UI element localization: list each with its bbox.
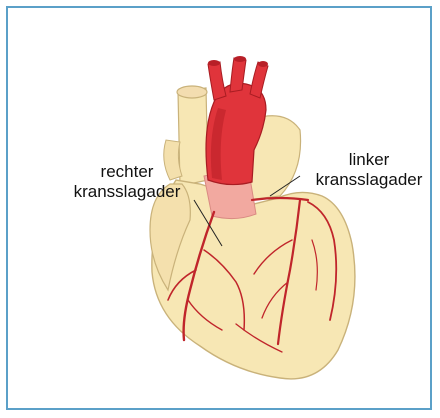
label-right-coronary-line2: kransslagader [42,182,212,202]
label-right-coronary: rechter kransslagader [42,162,212,202]
label-right-coronary-line1: rechter [42,162,212,182]
label-left-coronary-line2: kransslagader [300,170,438,190]
label-left-coronary-line1: linker [300,150,438,170]
label-left-coronary: linker kransslagader [300,150,438,190]
